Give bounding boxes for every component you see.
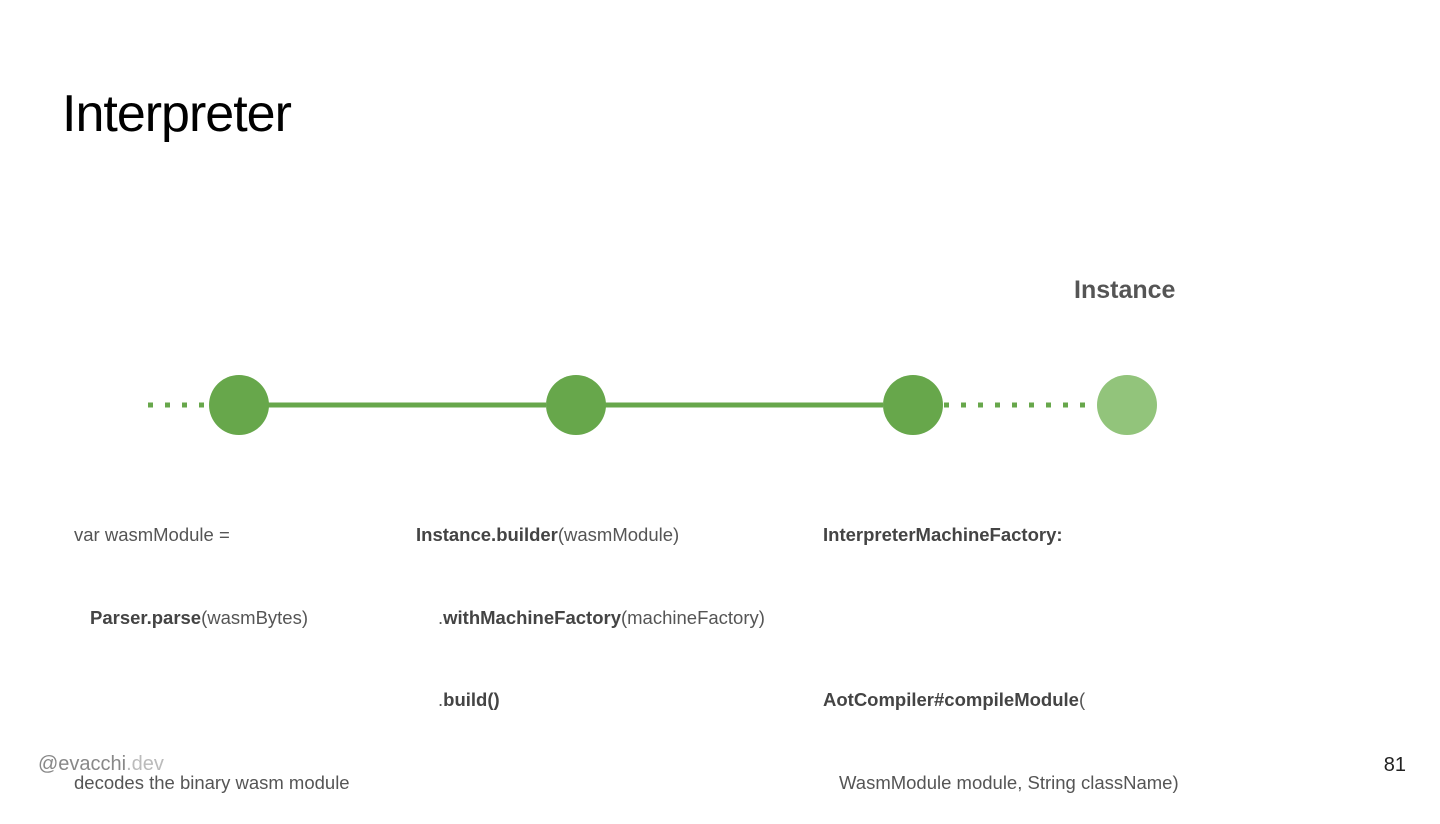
step-line: WasmModule module, String className) bbox=[839, 771, 1179, 793]
step-builder-description: Instance.builder(wasmModule) .withMachin… bbox=[416, 466, 765, 741]
step-line: AotCompiler#compileModule( bbox=[823, 689, 1086, 710]
step-line: Parser.parse(wasmBytes) bbox=[90, 606, 308, 628]
step-line-blank bbox=[823, 604, 1179, 632]
step-line: decodes the binary wasm module bbox=[74, 771, 350, 793]
step-machine-factory-description: InterpreterMachineFactory: AotCompiler#c… bbox=[823, 466, 1179, 824]
step-line: .build() bbox=[438, 689, 500, 710]
step-line: var wasmModule = bbox=[74, 524, 230, 545]
page-number: 81 bbox=[1383, 754, 1406, 776]
timeline-node-builder bbox=[546, 375, 606, 435]
slide-title: Interpreter bbox=[62, 85, 292, 143]
step-line: InterpreterMachineFactory: bbox=[823, 524, 1063, 545]
timeline-node-parse bbox=[209, 375, 269, 435]
timeline-node-instance bbox=[1097, 375, 1157, 435]
step-line: Instance.builder(wasmModule) bbox=[416, 524, 680, 545]
author-handle: @evacchi.dev bbox=[38, 753, 164, 775]
step-line-blank bbox=[74, 686, 350, 714]
instance-node-label: Instance bbox=[1074, 276, 1176, 304]
step-line: .withMachineFactory(machineFactory) bbox=[438, 606, 765, 628]
timeline-node-machine-factory bbox=[883, 375, 943, 435]
step-parse-description: var wasmModule = Parser.parse(wasmBytes)… bbox=[74, 466, 350, 824]
